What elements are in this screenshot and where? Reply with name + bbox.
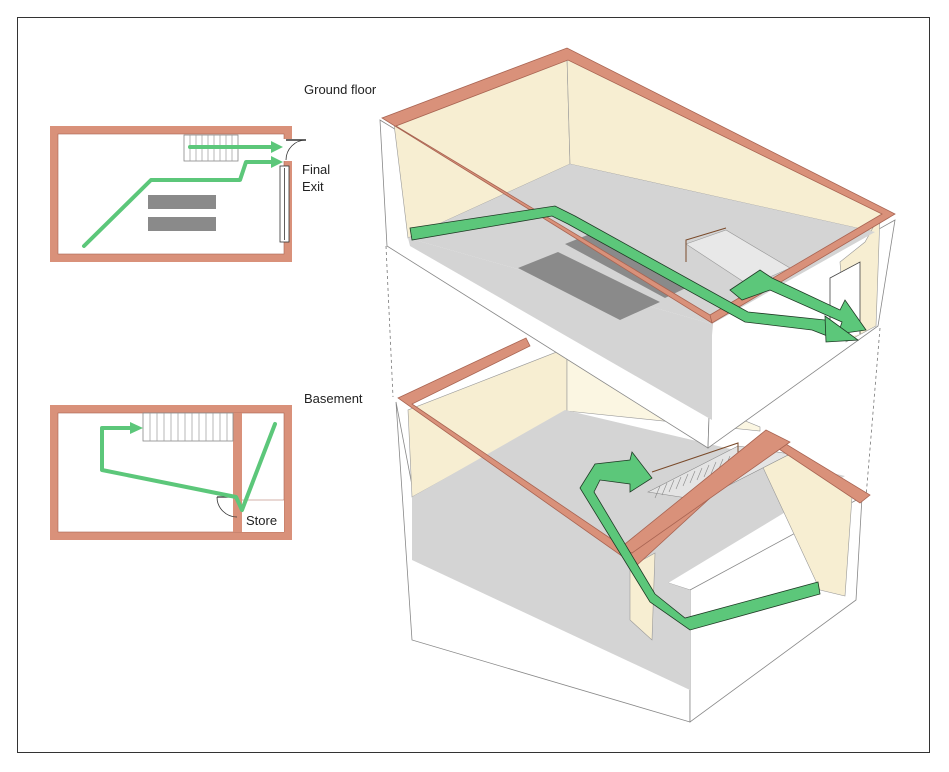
ground-floor-plan: Final Exit [50, 126, 330, 262]
ground-floor-3d-wall-top [381, 47, 896, 324]
ground-floor-plan-obstruction [148, 217, 216, 231]
store-partition [233, 413, 242, 532]
diagram-frame [17, 17, 930, 753]
store-label: Store [246, 513, 277, 528]
basement-plan: Store [50, 405, 292, 540]
ground-floor-3d-route [729, 269, 867, 335]
basement-label: Basement [304, 391, 363, 406]
route-arrowhead [130, 422, 143, 434]
dashed-connector [865, 327, 881, 498]
ground-floor-3d [379, 47, 896, 449]
basement-plan-stairs [142, 412, 234, 442]
ground-floor-3d-obstruction [518, 252, 660, 320]
ground-floor-plan-obstruction [148, 195, 216, 209]
route-arrowhead [271, 141, 283, 153]
route-arrowhead [824, 315, 860, 343]
ground-floor-label: Ground floor [304, 82, 377, 97]
final-label: Final [302, 162, 330, 177]
basement-plan-route [100, 422, 277, 512]
ground-floor-plan-route [82, 145, 280, 248]
basement-3d [395, 337, 871, 723]
dashed-connector [385, 245, 394, 398]
exit-label: Exit [302, 179, 324, 194]
route-arrowhead [271, 156, 283, 168]
basement-3d-route [579, 451, 821, 631]
